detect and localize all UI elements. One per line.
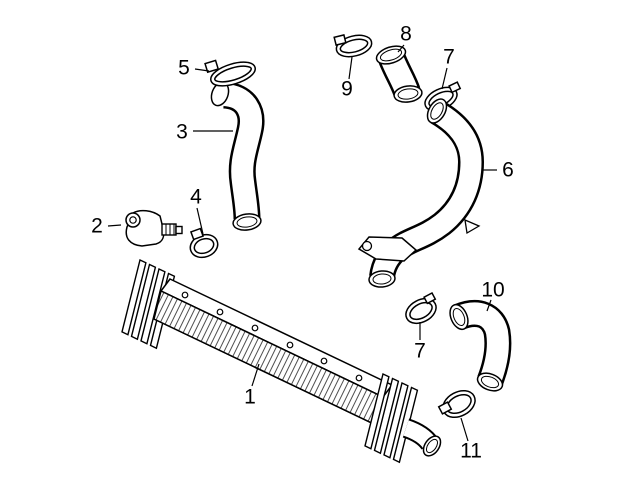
leader-line-5	[194, 68, 210, 72]
clamp-4-illustration	[189, 227, 219, 259]
leader-line-10	[486, 299, 492, 312]
intercooler-outlet	[402, 418, 442, 457]
intercooler-right-tank	[364, 373, 419, 464]
clamp-7-upper-screw	[448, 81, 462, 94]
leader-line-7-upper	[441, 67, 448, 90]
clamp-7-lower-illustration	[405, 291, 437, 325]
callout-9: 9	[341, 77, 353, 101]
sensor-mount-hole	[129, 216, 137, 224]
callout-1: 1	[244, 385, 256, 409]
leader-line-8	[397, 44, 405, 53]
callout-4: 4	[190, 185, 202, 209]
clamp-11-screw	[437, 401, 453, 415]
leader-line-11	[460, 417, 469, 442]
hose-6-illustration	[357, 98, 485, 288]
leader-line-9	[348, 56, 353, 80]
leader-lines	[107, 44, 497, 442]
clamp-9-screw	[333, 34, 347, 46]
hose-8-illustration	[375, 45, 423, 103]
callout-3: 3	[176, 120, 188, 144]
intercooler-core-fins	[153, 289, 384, 427]
clamp-5-screw	[204, 59, 220, 74]
sensor-illustration	[125, 209, 183, 247]
hose-3-illustration	[210, 81, 265, 231]
clamp-11-illustration	[437, 389, 476, 419]
leader-line-1	[251, 363, 260, 387]
callout-7-upper: 7	[443, 45, 455, 69]
hose-6-tab	[464, 218, 481, 235]
clamp-4-screw	[189, 227, 205, 241]
clamp-7-lower-screw	[423, 291, 437, 305]
hose-6-bracket-hole	[361, 240, 373, 252]
callout-5: 5	[178, 56, 190, 80]
callout-6: 6	[502, 158, 514, 182]
intercooler-illustration	[121, 259, 442, 464]
clamp-9-illustration	[333, 34, 373, 58]
leader-line-4	[196, 207, 204, 235]
leader-line-2	[107, 224, 122, 227]
hose-6-bracket	[357, 236, 418, 262]
intercooler-bolt-holes	[181, 291, 363, 382]
callout-11: 11	[460, 439, 482, 463]
callout-7-lower: 7	[414, 339, 426, 363]
clamp-5-illustration	[204, 59, 256, 87]
callout-8: 8	[400, 22, 412, 46]
callout-2: 2	[91, 214, 103, 238]
callout-10: 10	[481, 278, 505, 302]
hose-10-illustration	[449, 300, 512, 392]
